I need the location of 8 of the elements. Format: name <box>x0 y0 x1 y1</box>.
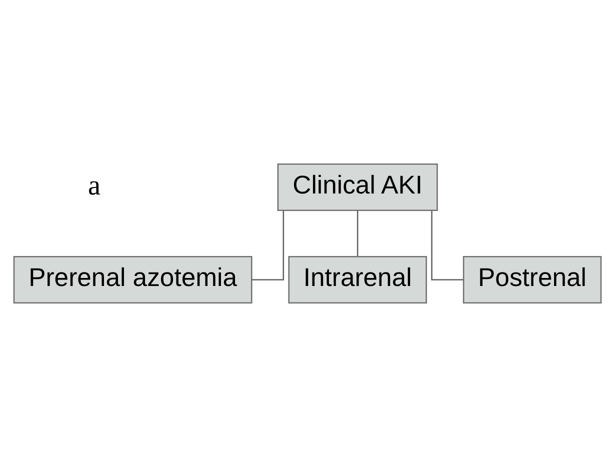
connector <box>252 210 284 280</box>
connector <box>431 210 464 280</box>
label: a <box>88 170 101 202</box>
node-box: Intrarenal <box>288 256 427 304</box>
connector <box>356 210 358 256</box>
node-box: Prerenal azotemia <box>13 256 252 304</box>
node-box: Postrenal <box>462 256 602 304</box>
node-box: Clinical AKI <box>277 164 438 212</box>
